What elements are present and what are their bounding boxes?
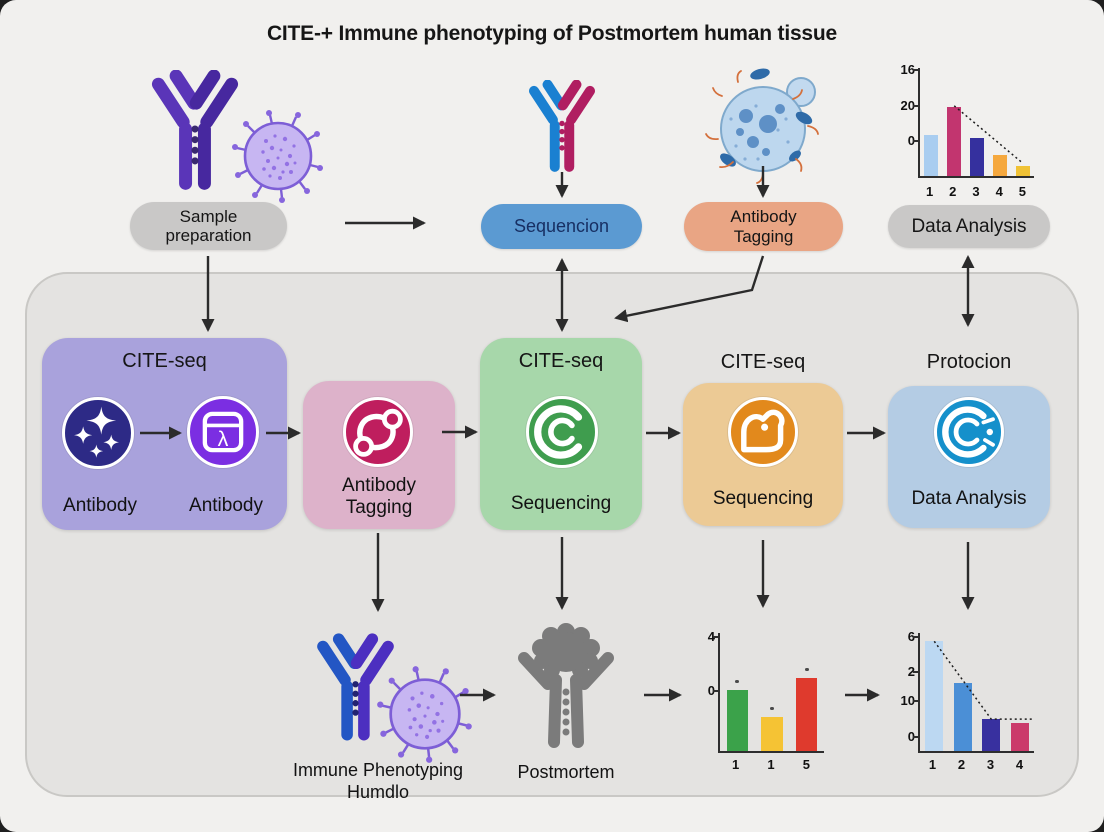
- cite-seq-box-1: CITE-seq λ Antibody Antibody: [42, 338, 287, 530]
- antibody-label-1: Antibody: [63, 495, 137, 516]
- antibody-label-2: Antibody: [189, 495, 263, 516]
- immune-cell-icon: [377, 666, 472, 763]
- antibody-tagging-box: Antibody Tagging: [303, 381, 455, 529]
- cite-seq-box-3: Sequencing: [683, 383, 843, 526]
- tagged-antibody-icon: [528, 80, 596, 172]
- cite-seq-box-2-label: Sequencing: [510, 493, 612, 514]
- sequencing-c-badge-icon: [526, 396, 598, 468]
- sample-preparation-label: Sample preparation: [165, 206, 252, 245]
- sequencing-pill-label: Sequencion: [513, 216, 610, 237]
- protocion-box-title: Protocion: [926, 351, 1012, 373]
- tagged-cell-icon: [705, 68, 819, 184]
- blob-chart-badge-icon: [728, 397, 798, 467]
- immune-antibody-icon: [317, 633, 394, 741]
- postmortem-figure-icon: [518, 623, 614, 748]
- sample-preparation-pill: Sample preparation: [130, 202, 287, 250]
- cite-seq-box-2: CITE-seq Sequencing: [480, 338, 642, 530]
- immune-phenotyping-caption: Immune Phenotyping Humdlo: [292, 760, 464, 802]
- cite-seq-box-1-title: CITE-seq: [122, 350, 207, 372]
- data-analysis-pill-label: Data Analysis: [911, 215, 1027, 237]
- data-analysis-badge-icon: [934, 397, 1004, 467]
- sequencing-pill: Sequencion: [481, 204, 642, 249]
- figure-title: CITE-+ Immune phenotyping of Postmortem …: [266, 22, 838, 45]
- antibody-tagging-box-label: Antibody Tagging: [342, 475, 416, 518]
- sparkle-badge-icon: [62, 397, 134, 469]
- data-analysis-pill: Data Analysis: [888, 205, 1050, 248]
- cite-seq-box-3-title: CITE-seq: [720, 351, 806, 373]
- protocion-box-label: Data Analysis: [911, 488, 1027, 509]
- postmortem-caption: Postmortem: [517, 762, 615, 782]
- svg-text:λ: λ: [218, 427, 229, 451]
- antibody-tagging-pill-label: Antibody Tagging: [730, 207, 797, 246]
- protocion-box: Data Analysis: [888, 386, 1050, 528]
- cell-icon: [232, 110, 323, 203]
- antibody-tagging-pill: Antibody Tagging: [684, 202, 843, 251]
- package-badge-icon: λ: [187, 396, 259, 468]
- cite-seq-box-2-title: CITE-seq: [518, 350, 604, 372]
- cite-seq-box-3-label: Sequencing: [712, 488, 814, 509]
- molecule-badge-icon: [343, 397, 413, 467]
- antibody-icon: [151, 70, 239, 190]
